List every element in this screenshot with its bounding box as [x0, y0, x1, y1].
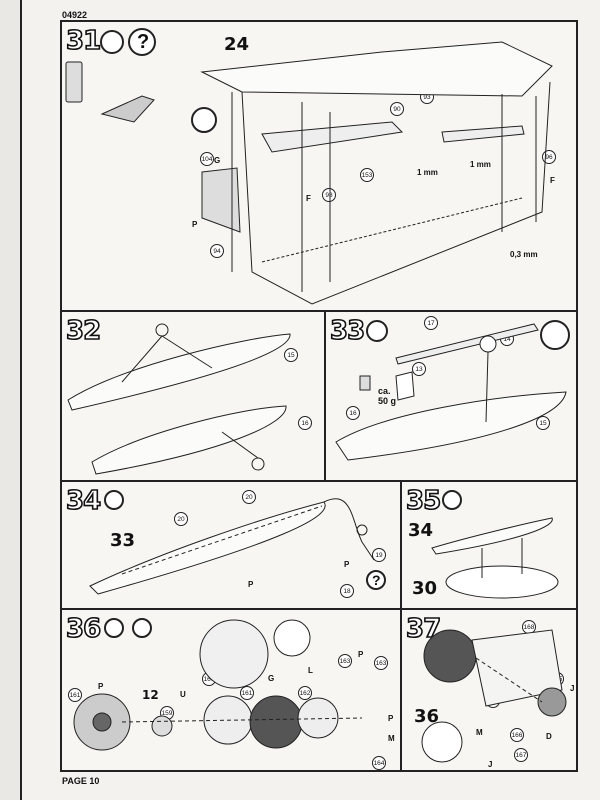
tag-p-34: P	[248, 580, 254, 589]
tag-m: M	[388, 734, 395, 743]
step-32-number: 32	[65, 315, 102, 347]
paint-icon	[132, 618, 152, 638]
gap-1mm: 1 mm	[417, 168, 438, 177]
callout-167: 167	[514, 748, 528, 762]
callout-16: 16	[298, 416, 312, 430]
callout-15: 15	[284, 348, 298, 362]
question-mark: ?	[137, 31, 150, 53]
glue-icon	[100, 30, 124, 54]
step-34-number: 34	[65, 485, 102, 517]
step-33-drawing	[335, 323, 567, 461]
tag-p-36: P	[98, 682, 104, 691]
tag-p-36c: P	[388, 714, 394, 723]
step-36-drawing	[73, 619, 363, 751]
step-35-panel: 35 34 30	[400, 480, 578, 610]
callout-166: 166	[510, 728, 524, 742]
step-34-drawing	[89, 498, 375, 595]
glue-icon-5	[104, 618, 124, 638]
step-31-drawing	[65, 41, 553, 305]
step-35-number: 35	[405, 485, 442, 517]
callout-161-b: 161	[240, 686, 254, 700]
callout-153: 153	[360, 168, 374, 182]
callout-18: 18	[340, 584, 354, 598]
tag-p: P	[192, 220, 198, 229]
part-24-label: 24	[224, 34, 250, 55]
callout-13: 13	[412, 362, 426, 376]
step-35-drawing	[431, 517, 559, 599]
callout-94: 94	[210, 244, 224, 258]
page-label: PAGE 10	[62, 776, 100, 786]
tag-p-36b: P	[358, 650, 364, 659]
hull-icon	[540, 320, 570, 350]
step-36-panel: 36 12 161 159 160 161 162 164 163 163 P …	[60, 608, 402, 772]
question-mark-2: ?	[372, 572, 381, 588]
tag-l-2: L	[308, 666, 313, 675]
step-31-panel: 31 ? 24 9 17 93 90 96 104 153 98 94 G P …	[60, 20, 578, 312]
tag-g: G	[214, 156, 221, 165]
step-33-number: 33	[329, 315, 366, 347]
step-32-drawing	[67, 323, 291, 475]
glue-icon-4	[442, 490, 462, 510]
step-32-panel: 32 15 16	[60, 310, 326, 482]
kit-code: 04922	[62, 10, 88, 20]
step-37-panel: 37 36 168 169 165 158 166 167 M P J M J …	[400, 608, 578, 772]
callout-17: 17	[424, 316, 438, 330]
callout-164: 164	[372, 756, 386, 770]
callout-161: 161	[68, 688, 82, 702]
callout-15-b: 15	[536, 416, 550, 430]
step-37-drawing	[421, 629, 567, 763]
step-34-panel: 34 33 20 20 19 18 P P ?	[60, 480, 402, 610]
tag-p-34b: P	[344, 560, 350, 569]
glue-icon-3	[104, 490, 124, 510]
tag-j: J	[570, 684, 575, 693]
number-12: 12	[142, 688, 159, 702]
glue-icon-2	[366, 320, 388, 342]
part-30-label: 30	[412, 578, 438, 599]
question-icon: ?	[128, 28, 156, 56]
gap-1mm-2: 1 mm	[470, 160, 491, 169]
tag-g-36: G	[268, 674, 275, 683]
weight-label: ca. 50 g	[378, 386, 397, 406]
step-31-number: 31	[65, 25, 102, 57]
callout-162: 162	[298, 686, 312, 700]
callout-20: 20	[242, 490, 256, 504]
binding-margin	[0, 0, 22, 800]
tag-f-2: F	[550, 176, 555, 185]
part-33-label: 33	[110, 530, 136, 551]
callout-163: 163	[338, 654, 352, 668]
callout-104: 104	[200, 152, 214, 166]
callout-90: 90	[390, 102, 404, 116]
callout-98: 98	[322, 188, 336, 202]
step-36-number: 36	[65, 613, 102, 645]
step-33-panel: 33 17 14 13 16 15 ca. 50 g	[324, 310, 578, 482]
callout-20-b: 20	[174, 512, 188, 526]
part-34-label: 34	[408, 520, 434, 541]
tag-j-2: J	[488, 760, 493, 769]
callout-163-b: 163	[374, 656, 388, 670]
tag-u: U	[180, 690, 186, 699]
tag-d: D	[546, 732, 552, 741]
callout-19: 19	[372, 548, 386, 562]
callout-16-b: 16	[346, 406, 360, 420]
tag-f: F	[306, 194, 311, 203]
question-icon-2: ?	[366, 570, 386, 590]
part-36-label: 36	[414, 706, 440, 727]
tag-m-37b: M	[476, 728, 483, 737]
gap-0-3mm: 0,3 mm	[510, 250, 538, 259]
